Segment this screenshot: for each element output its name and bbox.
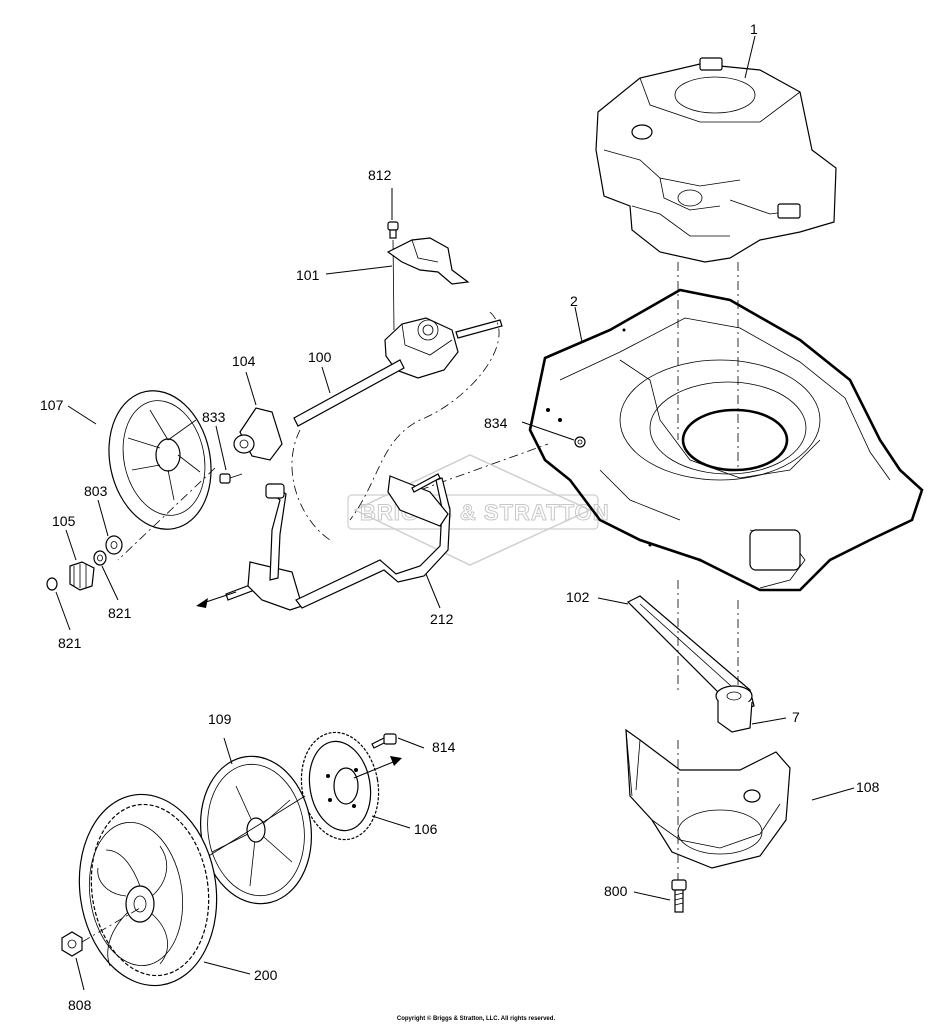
gear-106-part	[300, 731, 380, 841]
clip-821-outer-part	[46, 577, 58, 591]
bearing-104-part	[233, 407, 283, 461]
callout-labels: 1 2 812 101 100 104 107 833 834 803 105 …	[40, 21, 880, 1013]
callout-812: 812	[368, 167, 392, 183]
washer-803-part	[105, 535, 123, 555]
callout-100: 100	[308, 349, 332, 365]
nut-808-part	[61, 931, 83, 957]
callout-200: 200	[254, 967, 278, 983]
callout-814: 814	[432, 739, 456, 755]
callout-821-outer: 821	[58, 635, 82, 651]
callout-800: 800	[604, 883, 628, 899]
callout-105: 105	[52, 513, 76, 529]
hubcap-109-part	[199, 755, 313, 905]
callout-102: 102	[566, 589, 590, 605]
wheel-200-part	[78, 793, 218, 987]
wheel-cover-107-part	[108, 390, 212, 530]
bracket-101-part	[386, 237, 470, 285]
transmission-100-part	[293, 317, 503, 427]
callout-104: 104	[232, 353, 256, 369]
callout-1: 1	[750, 21, 758, 37]
blade-adapter-7-part	[715, 685, 753, 733]
screw-833-part	[219, 473, 243, 484]
baffle-108-part	[625, 728, 791, 869]
callout-101: 101	[296, 267, 320, 283]
callout-821-inner: 821	[108, 605, 132, 621]
pinion-105-part	[69, 561, 95, 591]
callout-803: 803	[84, 483, 108, 499]
callout-106: 106	[414, 821, 438, 837]
callout-212: 212	[430, 611, 454, 627]
bolt-812-part	[387, 221, 399, 239]
callout-2: 2	[570, 293, 578, 309]
screw-814-part	[371, 733, 397, 749]
engine-part	[595, 57, 837, 263]
callout-107: 107	[40, 397, 64, 413]
mower-deck-part	[528, 288, 924, 592]
rear-axle-212-part	[225, 473, 451, 611]
bolt-800-part	[671, 879, 687, 913]
callout-7: 7	[792, 709, 800, 725]
callout-808: 808	[68, 997, 92, 1013]
watermark-logo: BRIGGS & STRATTON	[347, 454, 609, 566]
callout-834: 834	[484, 415, 508, 431]
copyright-notice: Copyright © Briggs & Stratton, LLC. All …	[397, 1015, 556, 1022]
callout-109: 109	[208, 711, 232, 727]
screw-834-part	[574, 436, 586, 448]
callout-833: 833	[202, 409, 226, 425]
clip-821-inner-part	[93, 550, 107, 566]
callout-108: 108	[856, 779, 880, 795]
